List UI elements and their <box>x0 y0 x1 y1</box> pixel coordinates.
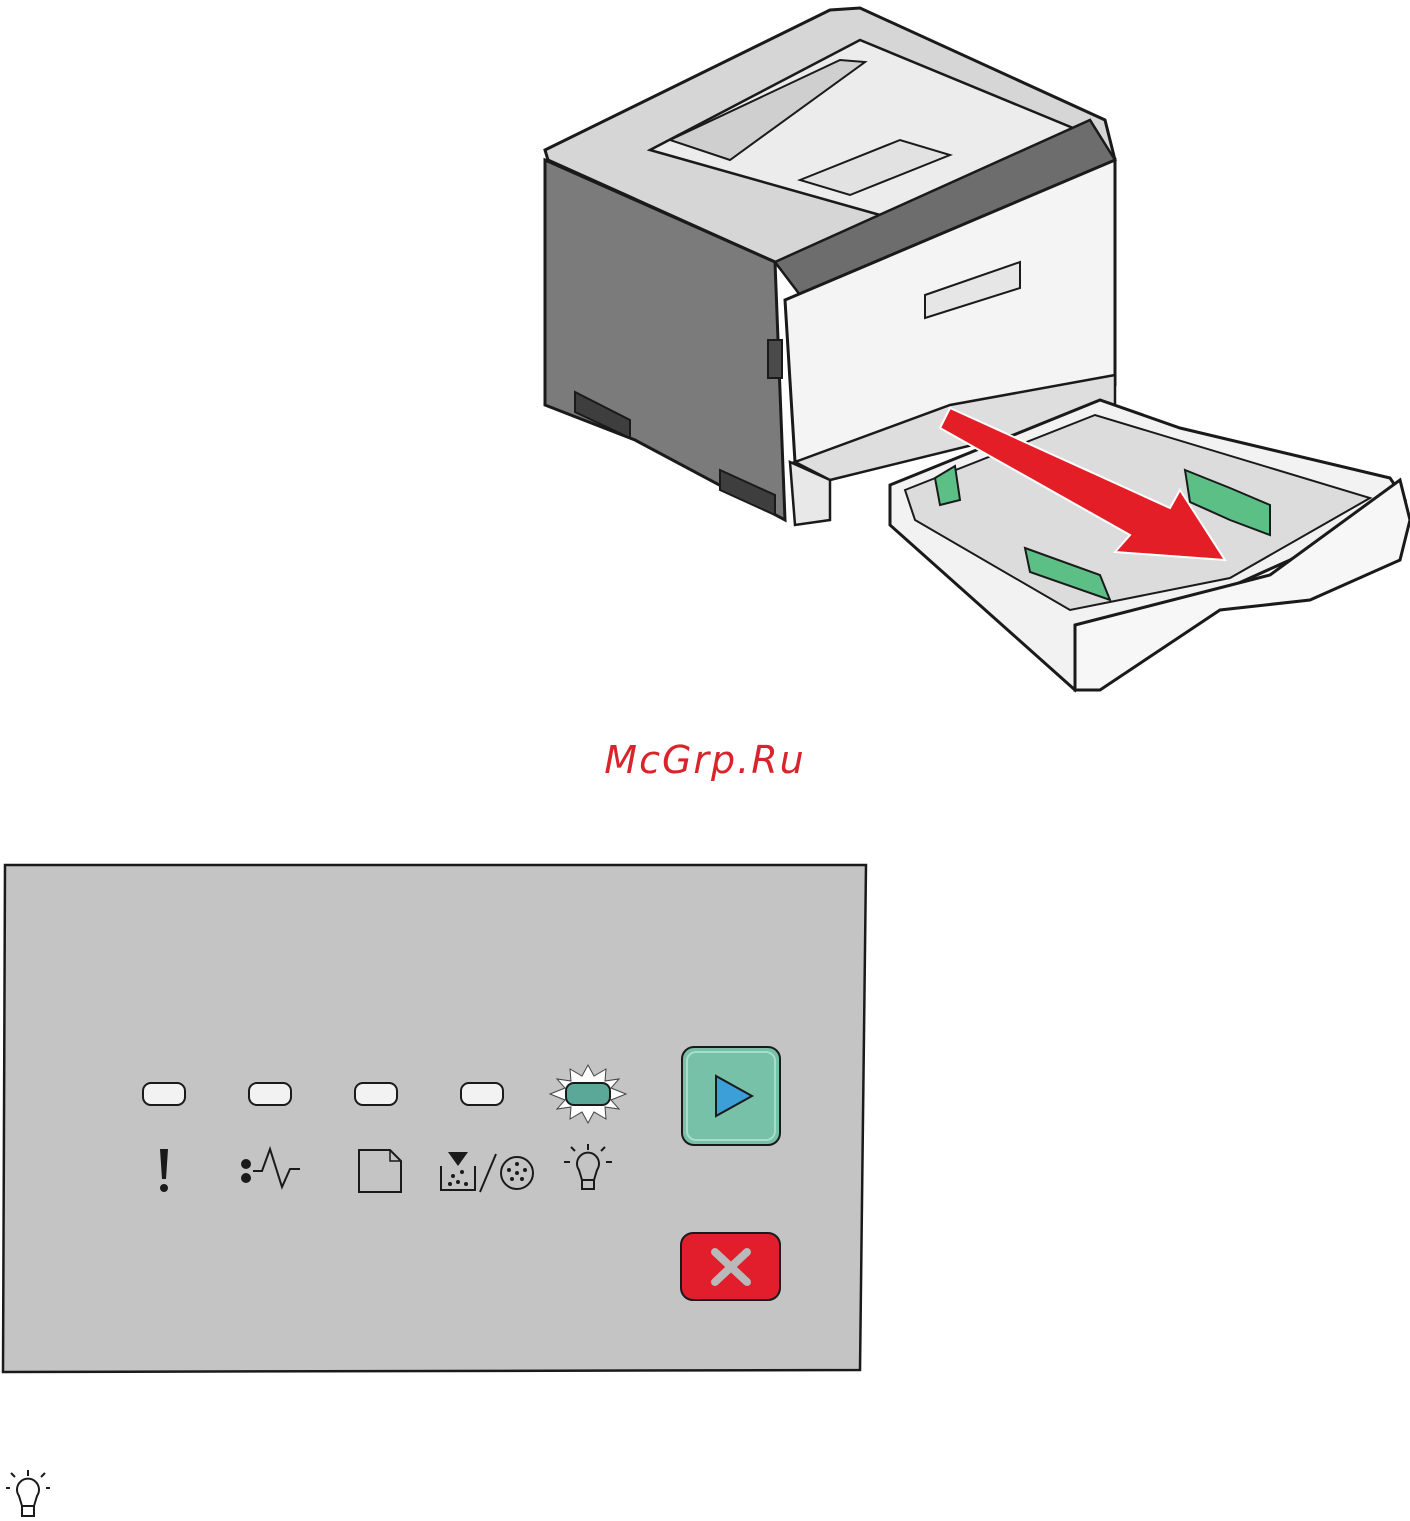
toner-light <box>461 1083 503 1105</box>
watermark-text: McGrp.Ru <box>0 738 1410 782</box>
cancel-button[interactable] <box>681 1233 780 1300</box>
printer-illustration <box>530 0 1410 700</box>
load-paper-light <box>355 1083 397 1105</box>
control-panel <box>0 862 870 1374</box>
paper-jam-light <box>249 1083 291 1105</box>
error-light <box>143 1083 185 1105</box>
continue-button[interactable] <box>682 1047 780 1145</box>
lightbulb-icon <box>6 1470 50 1520</box>
